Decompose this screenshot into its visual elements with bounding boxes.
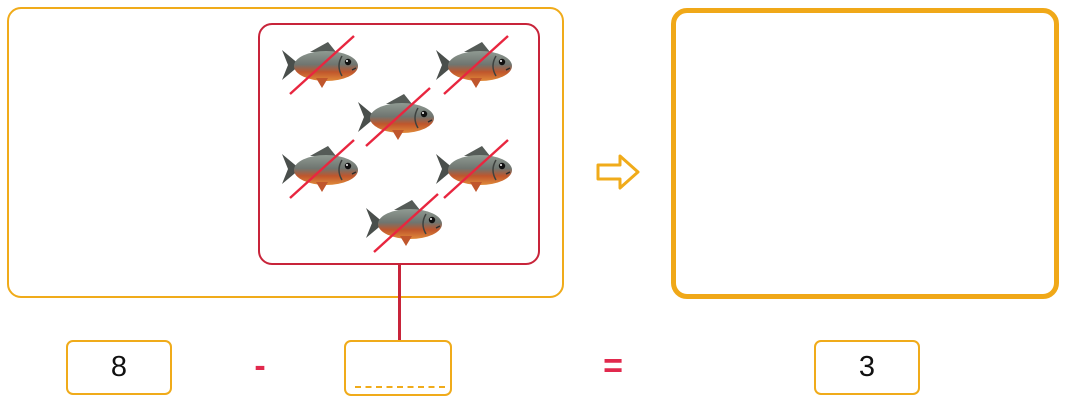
- result-panel: [671, 8, 1059, 299]
- minuend-value: 8: [110, 351, 128, 383]
- hollow-right-arrow-icon: [596, 154, 640, 190]
- group-to-answer-connector: [398, 263, 401, 341]
- minus-sign: -: [254, 347, 266, 385]
- result-value: 3: [858, 351, 876, 383]
- equals-sign: =: [603, 347, 623, 385]
- minuend-box: 8: [66, 340, 172, 395]
- subtrahend-answer-box[interactable]: [344, 340, 452, 396]
- crossed-fish-icon: [434, 34, 514, 96]
- crossed-fish-icon: [356, 86, 436, 148]
- answer-underline: [355, 386, 445, 388]
- result-box: 3: [814, 340, 920, 395]
- crossed-fish-icon: [364, 192, 444, 254]
- original-set-panel: [7, 7, 564, 298]
- crossed-fish-icon: [280, 34, 360, 96]
- crossed-fish-icon: [280, 138, 360, 200]
